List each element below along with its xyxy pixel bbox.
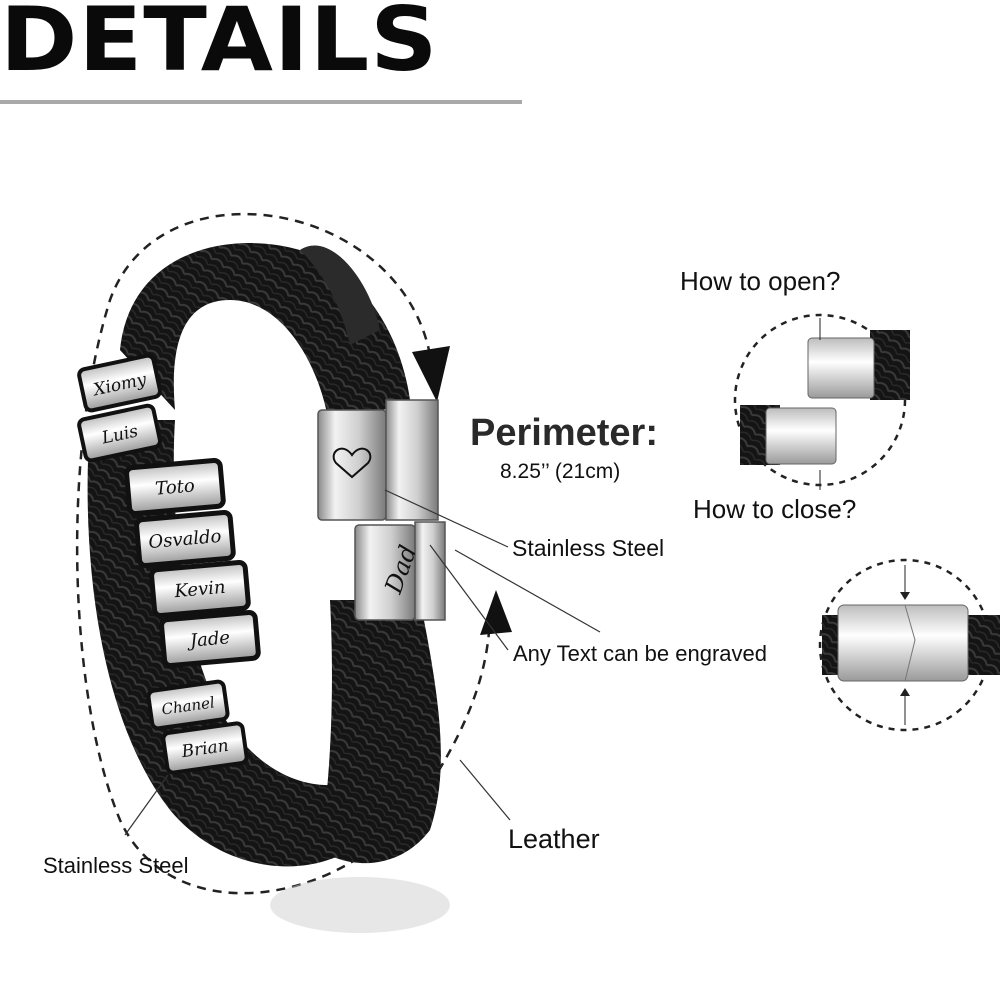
clasp-material-callout: Stainless Steel xyxy=(512,535,665,561)
engraved-beads: Xiomy Luis Toto Osvaldo Kevin Jade Chane… xyxy=(77,353,261,775)
engraving-callout: Any Text can be engraved xyxy=(513,641,767,666)
perimeter-label: Perimeter: xyxy=(470,412,658,454)
bead-6: Jade xyxy=(159,609,261,669)
bead-3: Toto xyxy=(124,457,226,517)
bead-5: Kevin xyxy=(149,559,251,619)
open-clasp-detail xyxy=(733,313,910,490)
bead-4: Osvaldo xyxy=(134,509,236,569)
bead-5-text: Kevin xyxy=(173,577,227,602)
title-underline xyxy=(0,100,522,104)
bead-2: Luis xyxy=(77,403,163,463)
bead-1: Xiomy xyxy=(77,353,163,413)
how-to-open-label: How to open? xyxy=(680,266,841,296)
arrow-down-icon xyxy=(412,346,450,402)
bead-8: Brian xyxy=(161,721,249,775)
perimeter-value: 8.25’’ (21cm) xyxy=(500,460,621,483)
bead-3-text: Toto xyxy=(154,475,195,499)
page-title: DETAILS xyxy=(0,0,439,91)
bead-6-text: Jade xyxy=(185,627,231,652)
bead-7: Chanel xyxy=(146,679,230,731)
heart-icon xyxy=(332,447,372,479)
leader-lines xyxy=(124,489,601,836)
band-material-callout: Leather xyxy=(508,824,600,854)
magnetic-clasp: Dad xyxy=(317,399,446,621)
how-to-close-label: How to close? xyxy=(693,494,857,524)
arrow-up-icon xyxy=(480,590,512,635)
closed-clasp-detail xyxy=(818,558,1000,732)
bead-material-callout: Stainless Steel xyxy=(43,853,189,878)
band-reflection xyxy=(270,877,450,933)
